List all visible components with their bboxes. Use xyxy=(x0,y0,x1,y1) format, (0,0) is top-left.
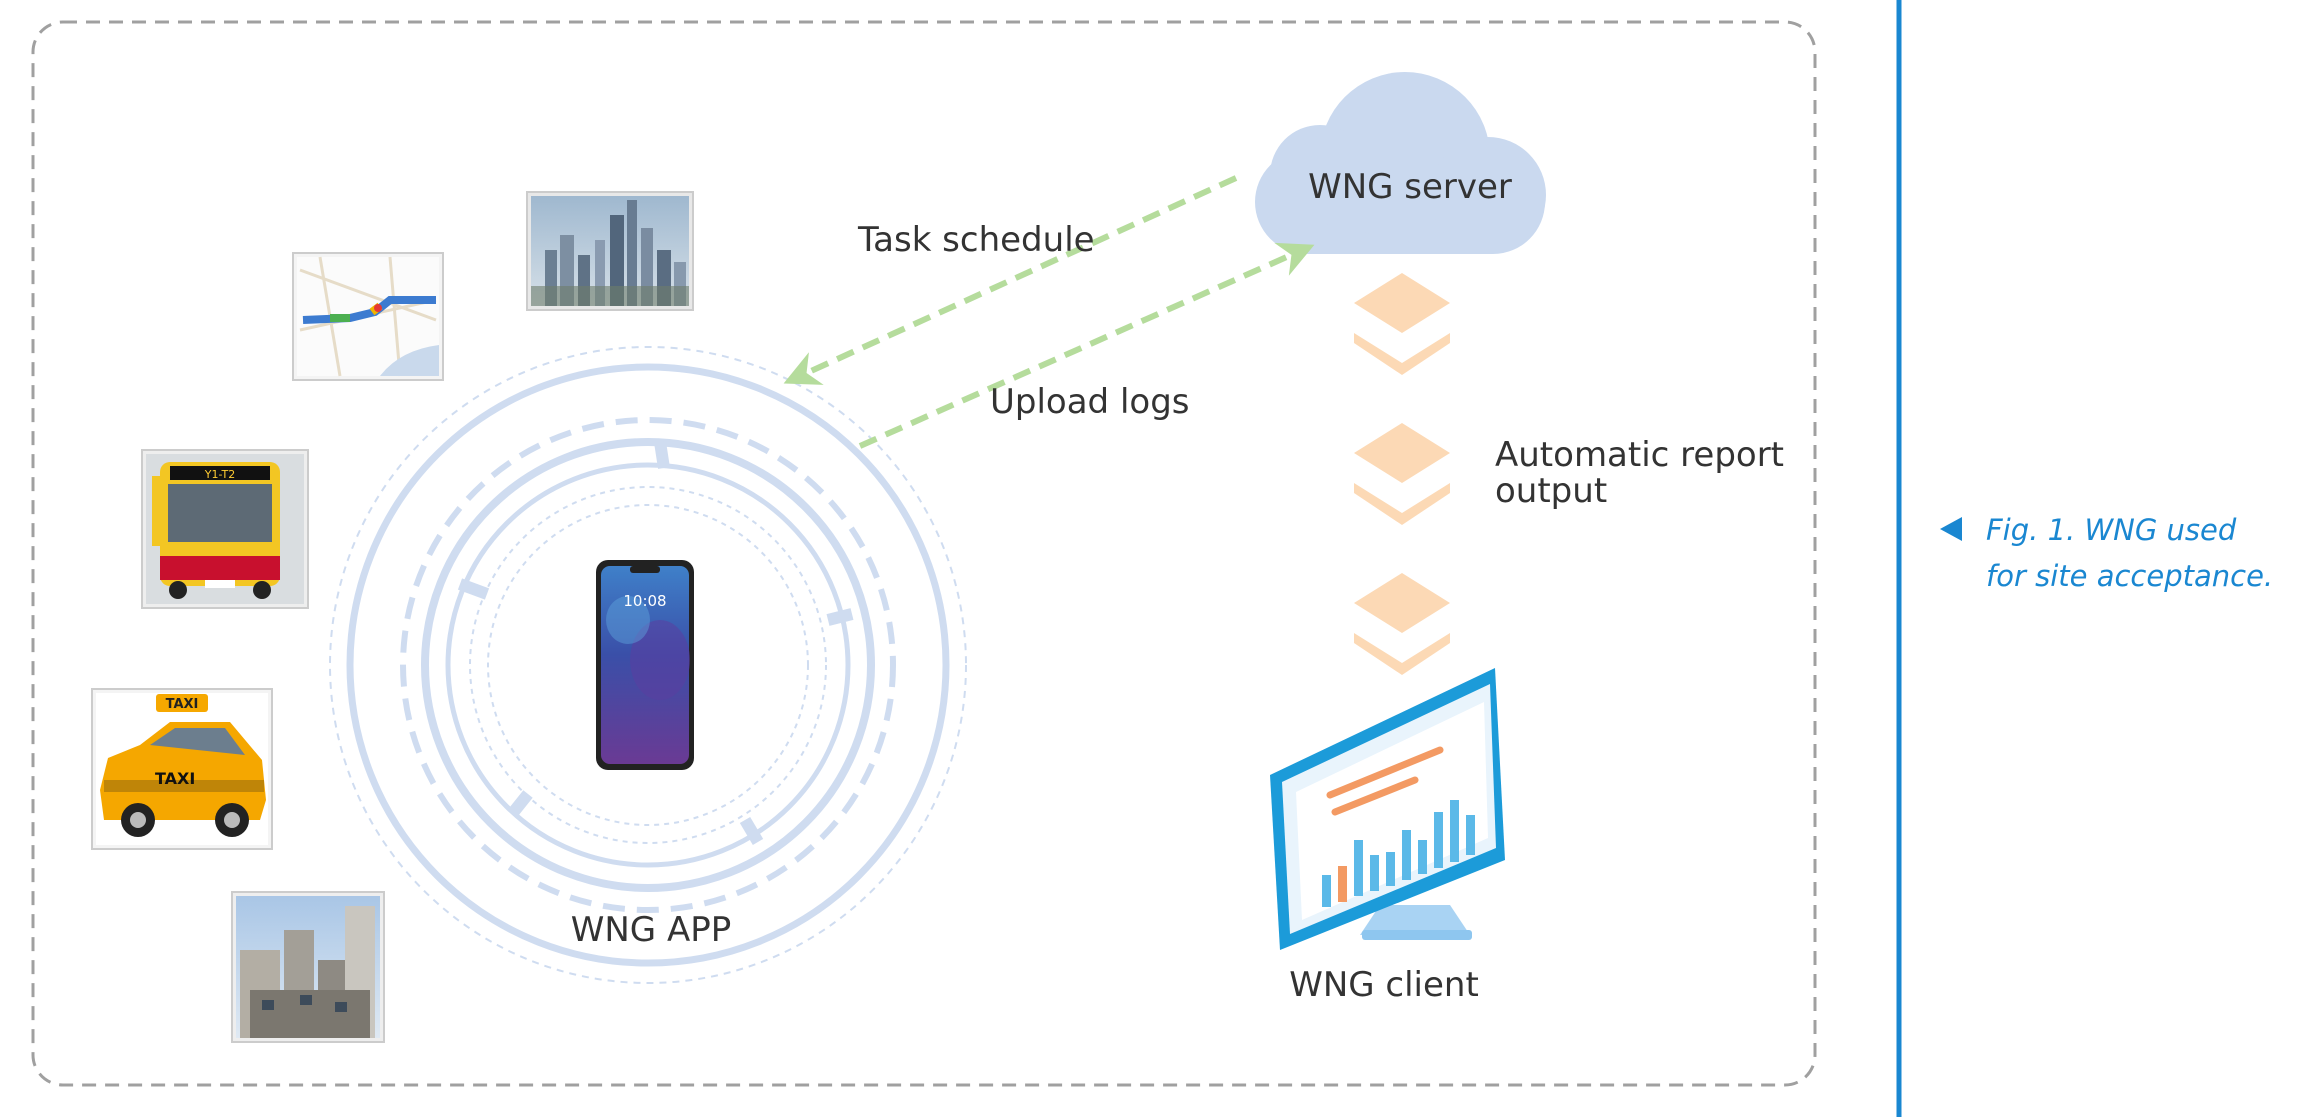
chevron-down-icon xyxy=(1354,573,1450,675)
map-thumbnail xyxy=(292,252,444,381)
client-label: WNG client xyxy=(1289,965,1479,1005)
upload-logs-label: Upload logs xyxy=(990,382,1189,422)
village-photo-thumbnail xyxy=(231,891,385,1043)
app-rings xyxy=(329,346,967,984)
upload-logs-arrow xyxy=(858,242,1315,449)
report-label-line-2: output xyxy=(1495,471,1607,511)
chevron-down-icon xyxy=(1354,273,1450,375)
chevron-down-icon xyxy=(1354,423,1450,525)
server-label: WNG server xyxy=(1308,167,1512,207)
app-label: WNG APP xyxy=(571,910,731,950)
monitor-icon xyxy=(1270,668,1505,950)
ring-spokes xyxy=(457,441,854,846)
taxi-door-text: TAXI xyxy=(155,769,195,788)
bus-route-sign: Y1-T2 xyxy=(204,468,235,481)
city-photo-thumbnail xyxy=(526,191,694,311)
server-cloud xyxy=(1255,72,1546,254)
task-schedule-label: Task schedule xyxy=(857,220,1095,260)
diagram-frame xyxy=(31,20,1817,1087)
phone-clock: 10:08 xyxy=(623,592,666,610)
taxi-roof-sign: TAXI xyxy=(166,697,199,712)
bus-photo-thumbnail: Y1-T2 xyxy=(141,449,309,609)
taxi-photo-thumbnail: TAXI TAXI xyxy=(91,688,273,850)
caption-line-1: Fig. 1. WNG used xyxy=(1986,513,2237,547)
report-label-line-1: Automatic report xyxy=(1495,435,1784,475)
task-schedule-arrow xyxy=(783,175,1238,385)
caption-line-2: for site acceptance. xyxy=(1986,559,2273,593)
caption-pointer-icon xyxy=(1940,517,1962,541)
smartphone: 10:08 xyxy=(596,560,694,770)
